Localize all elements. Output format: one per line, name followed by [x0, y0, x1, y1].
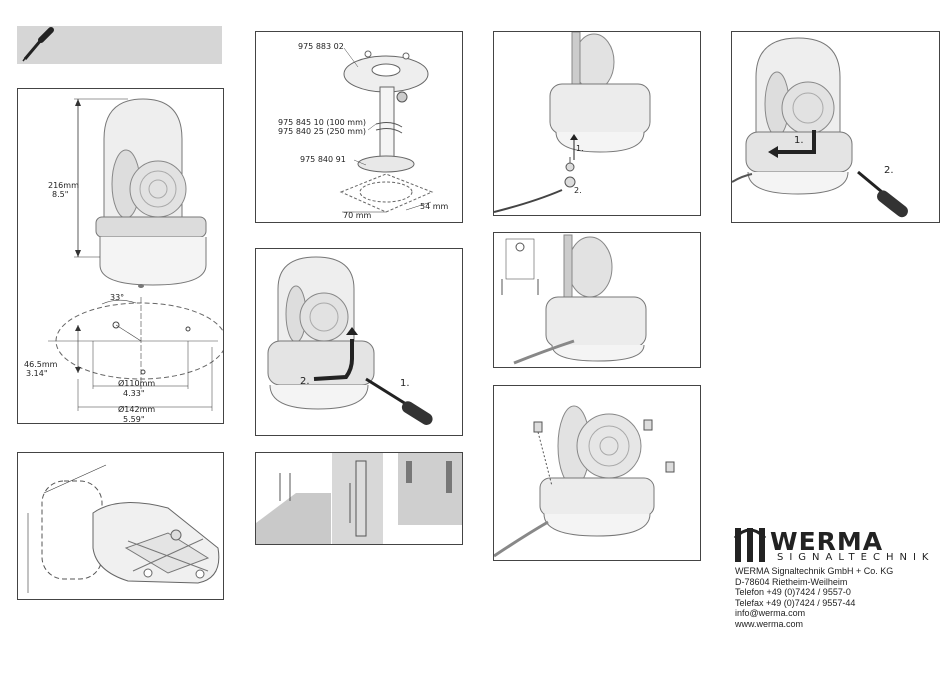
- lock-step-2-label: 2.: [884, 165, 894, 176]
- tool-hint-box: [17, 26, 222, 64]
- cable-entry-panel: 1. 2.: [493, 31, 701, 216]
- width-70-label: 70 mm: [343, 211, 372, 220]
- offset-in-label: 3.14": [26, 369, 48, 378]
- screw-assembly-panel: [493, 385, 701, 561]
- beacon-dimension-drawing: [48, 98, 223, 411]
- dome-locking-drawing: [732, 37, 908, 218]
- dome-removal-drawing: [267, 256, 433, 425]
- werma-logo-icon: [733, 528, 767, 562]
- cable-step-1-label: 1.: [576, 144, 584, 153]
- company-address: WERMA Signaltechnik GmbH + Co. KG D-7860…: [735, 566, 893, 629]
- wiring-drawing: [501, 234, 647, 365]
- screwdriver-icon: [22, 27, 54, 62]
- hole-dia-in-label: 4.33": [123, 389, 145, 398]
- address-line-phone: Telefon +49 (0)7424 / 9557-0: [735, 587, 851, 597]
- dome-removal-panel: 1. 2.: [255, 248, 463, 436]
- brand-name: WERMA: [770, 527, 884, 556]
- cable-strip-drawing: [256, 453, 462, 544]
- brand-subtitle: SIGNALTECHNIK: [777, 552, 935, 563]
- wall-bracket-panel: [17, 452, 224, 600]
- bracket-partno-label: 975 883 02: [298, 42, 344, 51]
- step-1-label: 1.: [400, 378, 410, 389]
- cable-entry-drawing: [494, 32, 651, 213]
- dome-locking-panel: 1. 2.: [731, 31, 940, 223]
- hole-dia-mm-label: Ø110mm: [118, 379, 156, 388]
- screw-assembly-drawing: [494, 405, 675, 558]
- wiring-panel: [493, 232, 701, 368]
- address-line-fax: Telefax +49 (0)7424 / 9557-44: [735, 597, 856, 608]
- pole-mount-drawing: [339, 47, 434, 213]
- base-dia-in-label: 5.59": [123, 415, 145, 424]
- height-mm-label: 216mm: [48, 181, 79, 190]
- lock-step-1-label: 1.: [794, 135, 804, 146]
- tube-100-partno-label: 975 845 10 (100 mm): [278, 118, 366, 127]
- height-in-label: 8.5": [52, 190, 69, 199]
- cable-strip-panel: [255, 452, 463, 545]
- address-line-city: D-78604 Rietheim-Weilheim: [735, 576, 848, 587]
- address-line-email[interactable]: info@werma.com: [735, 608, 806, 618]
- address-line-web[interactable]: www.werma.com: [735, 618, 804, 629]
- offset-mm-label: 46.5mm: [24, 360, 58, 369]
- width-54-label: 54 mm: [420, 202, 449, 211]
- cable-step-2-label: 2.: [574, 186, 582, 195]
- wall-bracket-drawing: [27, 464, 220, 593]
- angle-label: 33°: [110, 293, 125, 302]
- base-dia-mm-label: Ø142mm: [118, 405, 156, 414]
- address-line-company: WERMA Signaltechnik GmbH + Co. KG: [735, 566, 894, 576]
- tube-250-partno-label: 975 840 25 (250 mm): [278, 127, 366, 136]
- baseplate-partno-label: 975 840 91: [300, 155, 346, 164]
- pole-accessory-panel: 975 883 02 975 845 10 (100 mm) 975 840 2…: [255, 31, 463, 223]
- dimension-panel: 216mm 8.5" 33° 46.5mm 3.14" Ø110mm 4.33"…: [17, 88, 224, 424]
- step-2-label: 2.: [300, 376, 310, 387]
